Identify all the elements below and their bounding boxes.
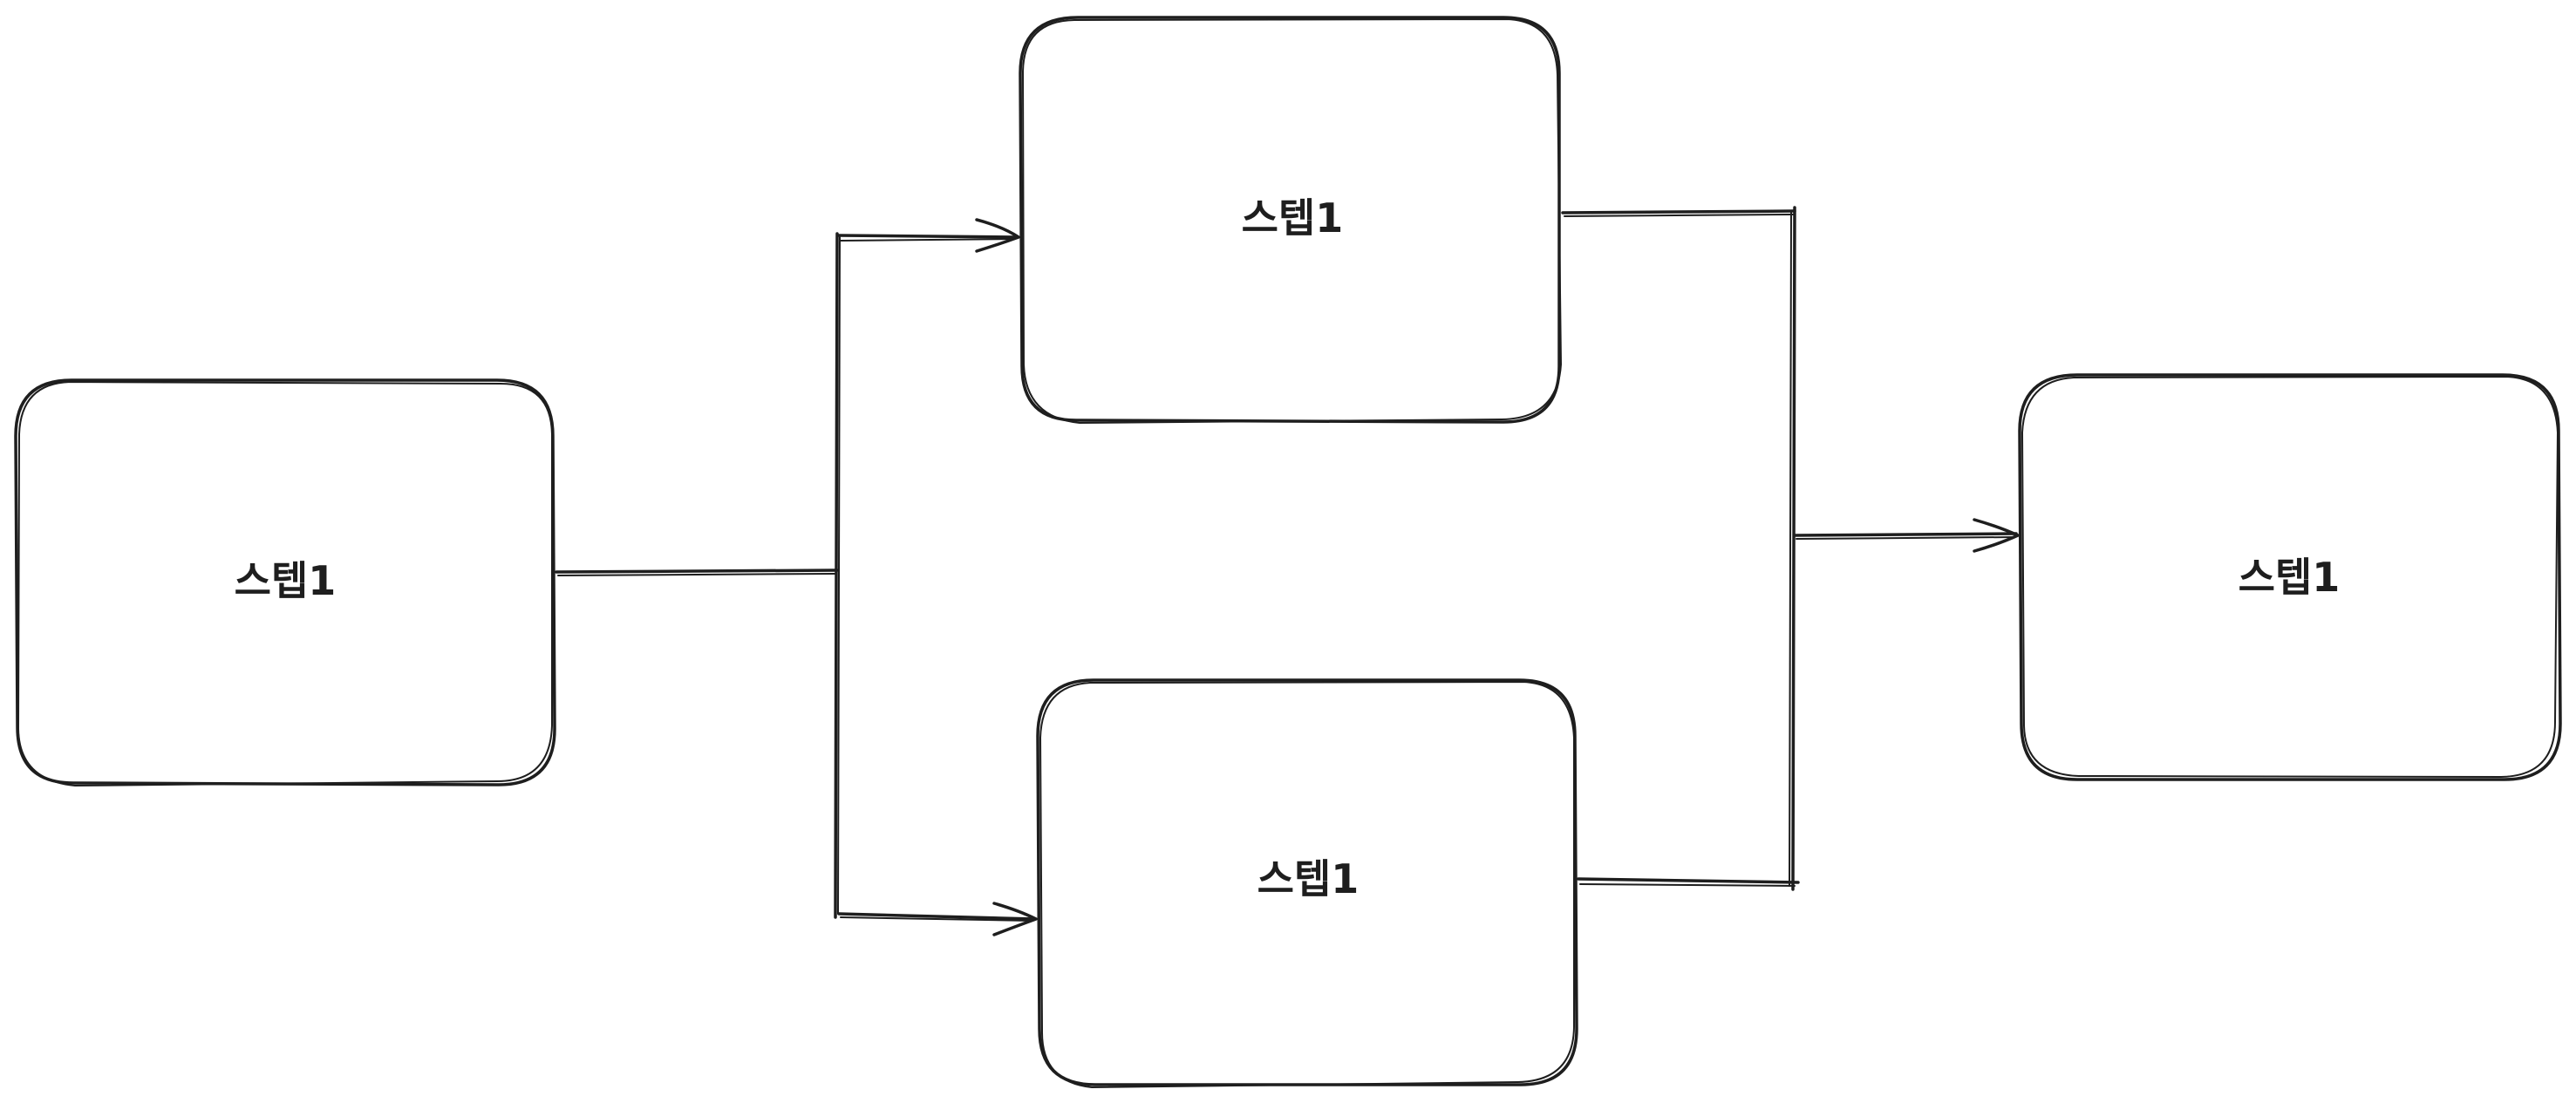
step-label-left: 스텝1 — [235, 557, 337, 604]
connector-left-to-split — [555, 232, 841, 919]
connector-bottom-to-merge — [1577, 877, 1800, 887]
step-box-left[interactable]: 스텝1 — [14, 378, 556, 786]
step-label-bottom: 스텝1 — [1257, 855, 1360, 902]
step-label-top: 스텝1 — [1242, 194, 1344, 242]
merge-line — [1789, 206, 1796, 891]
arrow-to-bottom-step — [837, 902, 1038, 936]
step-label-right: 스텝1 — [2239, 554, 2341, 601]
arrow-to-top-step — [837, 218, 1020, 253]
step-box-bottom[interactable]: 스텝1 — [1036, 678, 1578, 1088]
connector-top-to-merge — [1561, 209, 1796, 217]
step-box-top[interactable]: 스텝1 — [1019, 16, 1562, 424]
step-box-right[interactable]: 스텝1 — [2018, 373, 2562, 781]
arrow-to-right-step — [1793, 518, 2020, 553]
